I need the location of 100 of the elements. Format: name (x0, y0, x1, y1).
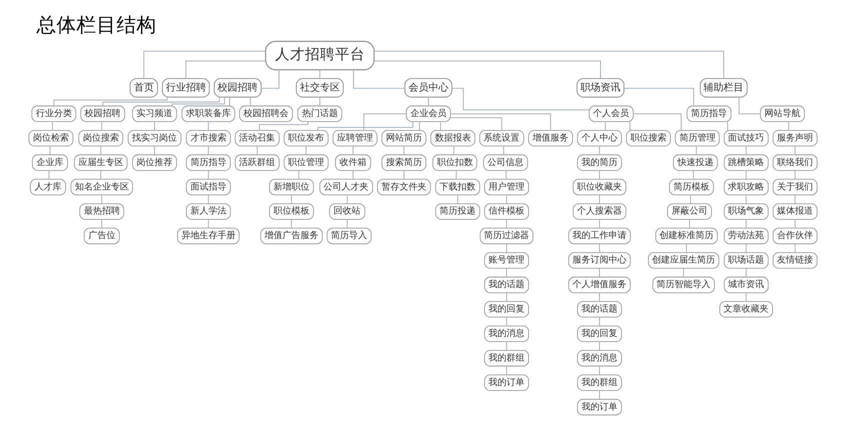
node-box: 校园招聘会 (238, 106, 292, 122)
connector (260, 70, 279, 89)
connector (373, 50, 724, 79)
node-box: 企业会员 (405, 106, 450, 122)
connector (506, 219, 507, 228)
node-box: 新增职位 (268, 178, 314, 196)
node-box: 个人增值服务 (568, 276, 630, 294)
node-box: 岗位推荐 (132, 154, 176, 171)
node-box: 创建应届生简历 (648, 252, 719, 269)
node-box: 才市搜索 (185, 130, 230, 146)
node-box: 城市资讯 (723, 276, 768, 294)
connector (598, 219, 600, 228)
connector (506, 244, 507, 253)
connector (506, 268, 507, 278)
node-box: 个人中心 (576, 130, 622, 146)
node-box: 求职攻略 (723, 178, 768, 196)
connector (352, 146, 354, 155)
connector (362, 113, 406, 131)
connector (692, 170, 694, 180)
connector (794, 194, 796, 204)
node-box: 我的群组 (484, 350, 528, 366)
node-box: 简历模板 (668, 178, 714, 196)
node-box: 实习频道 (132, 106, 176, 122)
node-box: 人才招聘平台 (264, 40, 374, 70)
node-box: 我的订单 (484, 374, 528, 391)
node-box: 我的回复 (484, 301, 528, 318)
node-box: 职位搜索 (626, 130, 670, 146)
node-box: 职位扣数 (432, 154, 477, 171)
node-box: 我的回复 (576, 326, 622, 342)
node-box: 收件箱 (334, 154, 371, 171)
connector (352, 70, 405, 89)
node-box: 求职装备库 (181, 106, 235, 122)
node-box: 信件模板 (484, 203, 528, 220)
node-box: 简历过滤器 (479, 228, 533, 244)
connector (506, 341, 507, 351)
connector (207, 194, 208, 204)
node-box: 简历导入 (326, 228, 372, 244)
diagram-title: 总体栏目结构 (36, 14, 156, 37)
connector (695, 146, 696, 155)
node-box: 我的订单 (576, 398, 622, 416)
connector (598, 146, 600, 155)
node-box: 职位收藏夹 (572, 178, 626, 196)
connector (623, 88, 694, 106)
node-box: 行业分类 (30, 106, 76, 122)
connector (249, 96, 250, 106)
connector (142, 50, 266, 79)
node-box: 增值服务 (528, 130, 572, 146)
node-box: 我的工作申请 (568, 228, 630, 244)
connector (427, 96, 428, 106)
node-box: 下载扣数 (434, 178, 480, 196)
connector (505, 170, 506, 180)
connector (598, 316, 600, 326)
connector (373, 60, 600, 79)
connector (102, 96, 220, 106)
node-box: 异地生存手册 (176, 228, 240, 244)
node-box: 回收站 (328, 203, 365, 220)
connector (403, 170, 404, 180)
connector (449, 117, 502, 131)
connector (207, 121, 208, 131)
node-box: 我的消息 (576, 350, 622, 366)
connector (738, 96, 760, 114)
connector (794, 170, 796, 180)
connector (598, 194, 600, 204)
node-box: 热门话题 (296, 106, 342, 122)
connector (317, 121, 413, 130)
connector (502, 146, 504, 155)
node-box: 知名企业专区 (70, 178, 132, 196)
node-box: 职位管理 (283, 154, 328, 171)
connector (726, 121, 728, 131)
node-box: 我的话题 (484, 276, 528, 294)
node-box: 服务声明 (772, 130, 817, 146)
connector (598, 268, 600, 278)
connector (170, 96, 224, 106)
node-box: 跳槽策略 (723, 154, 768, 171)
node-box: 职位模板 (268, 203, 314, 220)
connector (207, 146, 208, 155)
connector (598, 244, 600, 253)
node-box: 校园招聘 (213, 78, 262, 98)
connector (450, 113, 551, 131)
node-box: 网站导航 (759, 106, 804, 122)
node-box: 网站简历 (381, 130, 426, 146)
connector (49, 146, 50, 155)
connector (52, 96, 168, 106)
node-box: 增值广告服务 (260, 228, 322, 244)
node-box: 面试指导 (185, 178, 230, 196)
node-box: 企业库 (31, 154, 68, 171)
connector (506, 292, 507, 302)
node-box: 暂存文件夹 (376, 178, 430, 196)
node-box: 简历指导 (185, 154, 230, 171)
connector (352, 170, 354, 180)
connector (440, 121, 441, 131)
connector (207, 170, 208, 180)
node-box: 会员中心 (404, 78, 452, 98)
node-box: 找实习岗位 (127, 130, 181, 146)
node-box: 职位发布 (283, 130, 328, 146)
node-box: 创建标准简历 (654, 228, 718, 244)
connector (48, 170, 49, 180)
node-box: 简历管理 (674, 130, 720, 146)
node-box: 广告位 (83, 228, 120, 244)
node-box: 校园招聘 (80, 106, 125, 122)
